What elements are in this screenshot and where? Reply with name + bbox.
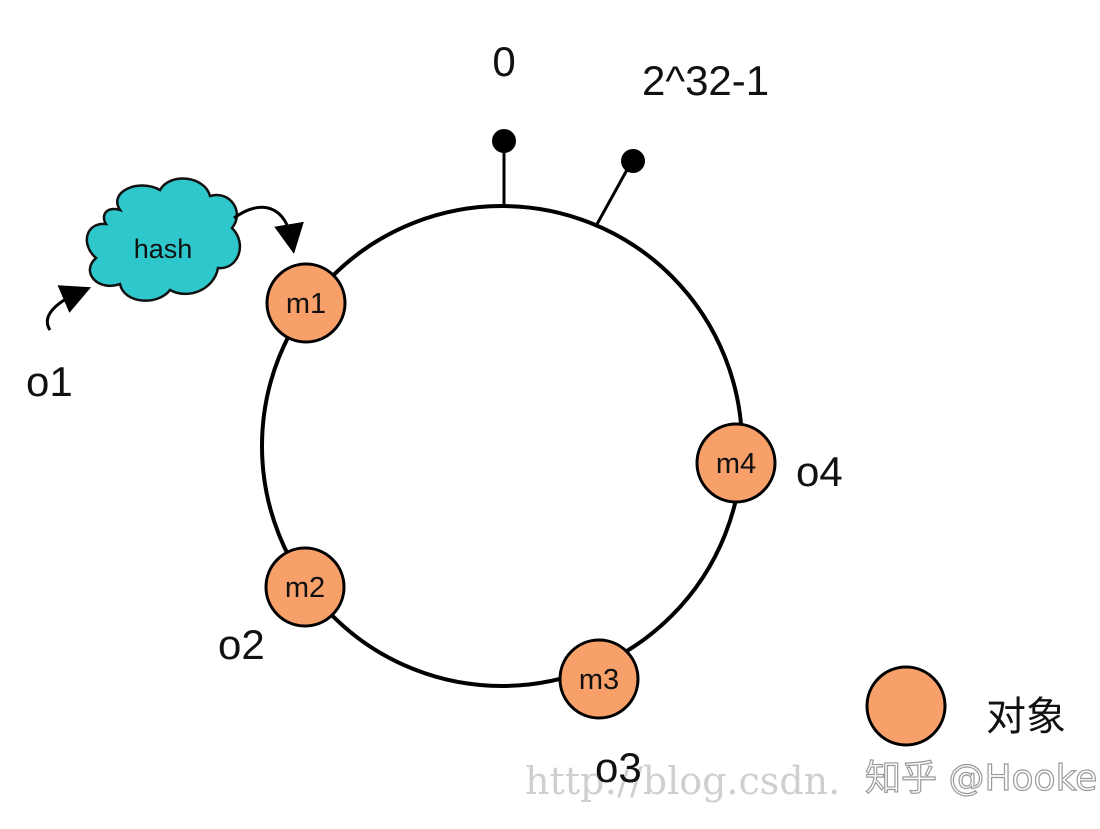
watermark-site: 知乎 @Hooke1: [865, 758, 1100, 799]
object-o3-label: o3: [595, 744, 642, 791]
ring-end-pin: [621, 149, 645, 173]
watermark-url: http://blog.csdn.: [525, 759, 840, 803]
ring-start-pin: [492, 129, 516, 153]
node-m3: m3: [558, 638, 640, 720]
object-o4-label: o4: [796, 448, 843, 495]
node-m1: m1: [265, 262, 347, 344]
node-m1-label: m1: [286, 288, 326, 320]
o1-to-hash-arrow: [45, 285, 92, 331]
ring-start-label: 0: [492, 38, 515, 85]
ring-end-stem: [594, 167, 630, 227]
hash-cloud-label: hash: [134, 234, 193, 264]
node-m4: m4: [695, 422, 777, 504]
node-m3-label: m3: [579, 664, 619, 696]
hash-to-m1-arrow: [233, 205, 304, 254]
object-o2-label: o2: [218, 621, 265, 668]
node-m4-label: m4: [716, 448, 756, 480]
node-m2: m2: [264, 546, 346, 628]
legend-label: 对象: [986, 694, 1066, 740]
legend-swatch: [865, 665, 947, 747]
hash-cloud: hash: [85, 177, 242, 302]
legend: 对象: [865, 665, 1066, 747]
object-o1-label: o1: [26, 358, 73, 405]
node-m2-label: m2: [285, 572, 325, 604]
ring-end-label: 2^32-1: [642, 57, 769, 104]
